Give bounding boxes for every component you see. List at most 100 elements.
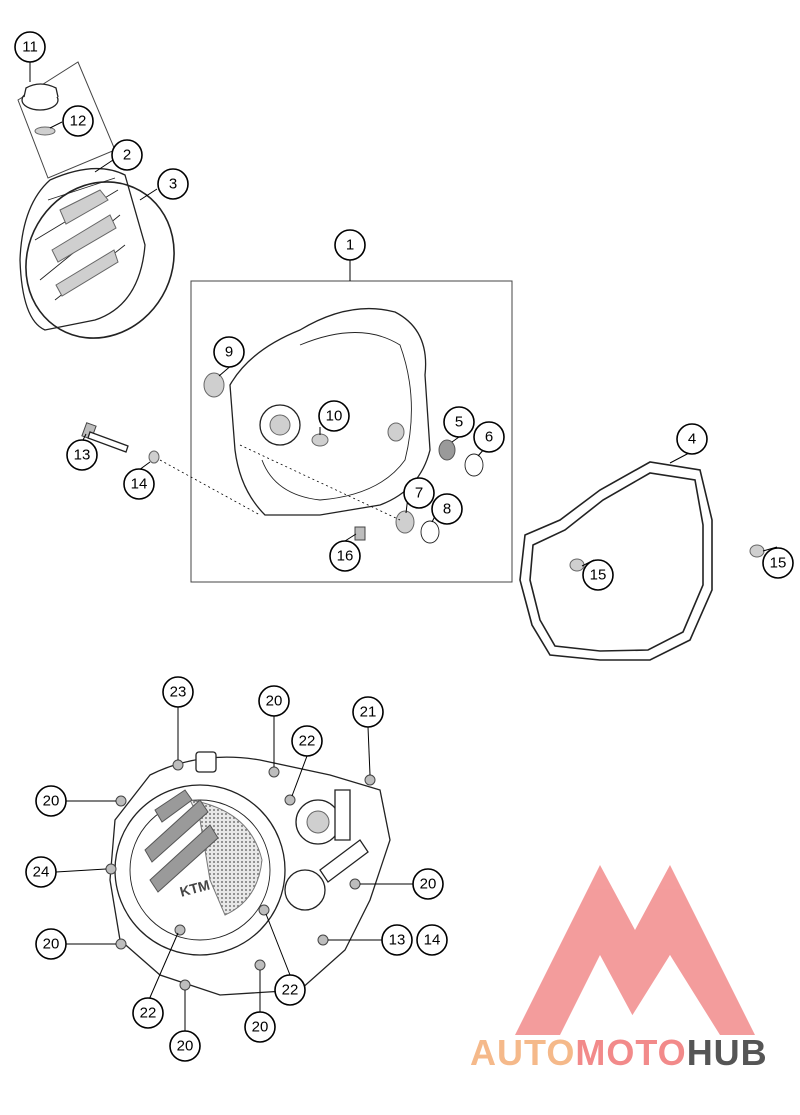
callout-23: 23: [162, 676, 194, 708]
cover-gasket-4: [519, 461, 765, 661]
cover-bolt-22-mid: [258, 904, 270, 916]
oil-plug-group: [17, 61, 116, 179]
svg-text:20: 20: [420, 876, 437, 893]
ktm-logo-text: KTM: [178, 877, 211, 900]
callout-9: 9: [213, 336, 245, 368]
callout-12: 12: [62, 105, 94, 137]
svg-text:20: 20: [252, 1019, 269, 1036]
svg-text:22: 22: [282, 982, 299, 999]
callout-7: 7: [403, 477, 435, 509]
callout-6: 6: [473, 421, 505, 453]
callout-14-upper: 14: [123, 468, 155, 500]
callout-11: 11: [14, 31, 46, 63]
callout-4: 4: [676, 423, 708, 455]
svg-text:1: 1: [346, 237, 354, 254]
callout-13-upper: 13: [66, 439, 98, 471]
svg-text:13: 13: [389, 932, 406, 949]
svg-text:22: 22: [140, 1005, 157, 1022]
automotohub-watermark-logo: [515, 865, 755, 1035]
cover-bolt-22-left: [174, 924, 186, 936]
callout-21: 21: [352, 696, 384, 728]
svg-text:3: 3: [169, 176, 177, 193]
svg-text:9: 9: [225, 344, 233, 361]
svg-text:4: 4: [688, 431, 696, 448]
assembled-clutch-cover: KTM: [105, 751, 391, 996]
callout-3: 3: [157, 168, 189, 200]
svg-text:12: 12: [70, 113, 87, 130]
oil-seal-9: [203, 372, 225, 398]
washer-14: [148, 450, 160, 464]
svg-text:15: 15: [590, 567, 607, 584]
svg-text:20: 20: [177, 1038, 194, 1055]
svg-text:5: 5: [455, 414, 463, 431]
circlip-6: [464, 453, 484, 477]
o-ring-12: [34, 126, 56, 136]
svg-text:23: 23: [170, 684, 187, 701]
svg-text:22: 22: [299, 733, 316, 750]
svg-text:20: 20: [43, 793, 60, 810]
callout-15-left: 15: [582, 559, 614, 591]
svg-text:13: 13: [74, 447, 91, 464]
svg-text:8: 8: [443, 501, 451, 518]
cover-gasket-3: [25, 181, 175, 339]
svg-text:15: 15: [770, 555, 787, 572]
watermark-word-auto: AUTO: [470, 1032, 576, 1073]
callout-20-top: 20: [258, 685, 290, 717]
watermark-triangle-mark: [515, 865, 755, 1035]
svg-text:20: 20: [43, 936, 60, 953]
watermark-word-hub: HUB: [686, 1032, 768, 1073]
cover-bolt-20-bottom: [254, 959, 266, 971]
circlip-8: [420, 520, 440, 544]
callout-20-bottom-left: 20: [169, 1030, 201, 1062]
clutch-cover-outer: [19, 167, 175, 339]
cover-bolt-20-bottom-left: [179, 979, 191, 991]
cover-bolt-21: [364, 774, 376, 786]
callout-20-right: 20: [412, 868, 444, 900]
svg-text:11: 11: [22, 39, 38, 56]
screw-16: [354, 526, 366, 541]
callout-20-left: 20: [35, 785, 67, 817]
callout-8: 8: [431, 493, 463, 525]
automotohub-watermark-text: AUTOMOTOHUB: [470, 1032, 768, 1074]
svg-text:14: 14: [131, 476, 148, 493]
cover-bolt-24: [105, 863, 117, 875]
svg-text:24: 24: [33, 864, 50, 881]
bearing-5: [438, 439, 456, 461]
callout-20-bottom: 20: [244, 1011, 276, 1043]
cover-bolt-20-top: [268, 766, 280, 778]
cover-bolt-23: [172, 759, 184, 771]
callout-16: 16: [329, 540, 361, 572]
callout-22-top: 22: [291, 725, 323, 757]
cover-bolt-13: [317, 934, 329, 946]
cover-bolt-20-right: [349, 878, 361, 890]
dowel-15a: [569, 558, 585, 572]
callout-22-lower-left: 22: [132, 997, 164, 1029]
callout-10: 10: [318, 400, 350, 432]
callout-24: 24: [25, 856, 57, 888]
dowel-15b: [749, 544, 765, 558]
callout-15-right: 15: [762, 547, 794, 579]
svg-text:16: 16: [337, 548, 354, 565]
cover-bolt-20-left: [115, 795, 127, 807]
dowel-10: [311, 433, 329, 447]
svg-text:20: 20: [266, 693, 283, 710]
callout-labels: 11 12 2 3 1 9 10 5 6 4 13 14 7 8 16 15 1…: [14, 31, 794, 1062]
callout-2: 2: [111, 139, 143, 171]
svg-text:14: 14: [424, 932, 441, 949]
callout-22-lower-mid: 22: [274, 974, 306, 1006]
svg-text:7: 7: [415, 485, 423, 502]
leader-lines: [29, 62, 778, 1031]
oil-seal-7: [395, 510, 415, 534]
cover-bolt-20-lower-left: [115, 938, 127, 950]
callout-14-lower: 14: [416, 924, 448, 956]
svg-text:21: 21: [360, 704, 377, 721]
callout-20-lower-left: 20: [35, 928, 67, 960]
callout-5: 5: [443, 406, 475, 438]
callout-13-lower: 13: [381, 924, 413, 956]
svg-text:10: 10: [326, 408, 343, 425]
callout-1: 1: [334, 229, 366, 261]
part-1-box: [190, 280, 513, 583]
svg-text:2: 2: [123, 147, 131, 164]
cover-bolt-22-top: [284, 794, 296, 806]
